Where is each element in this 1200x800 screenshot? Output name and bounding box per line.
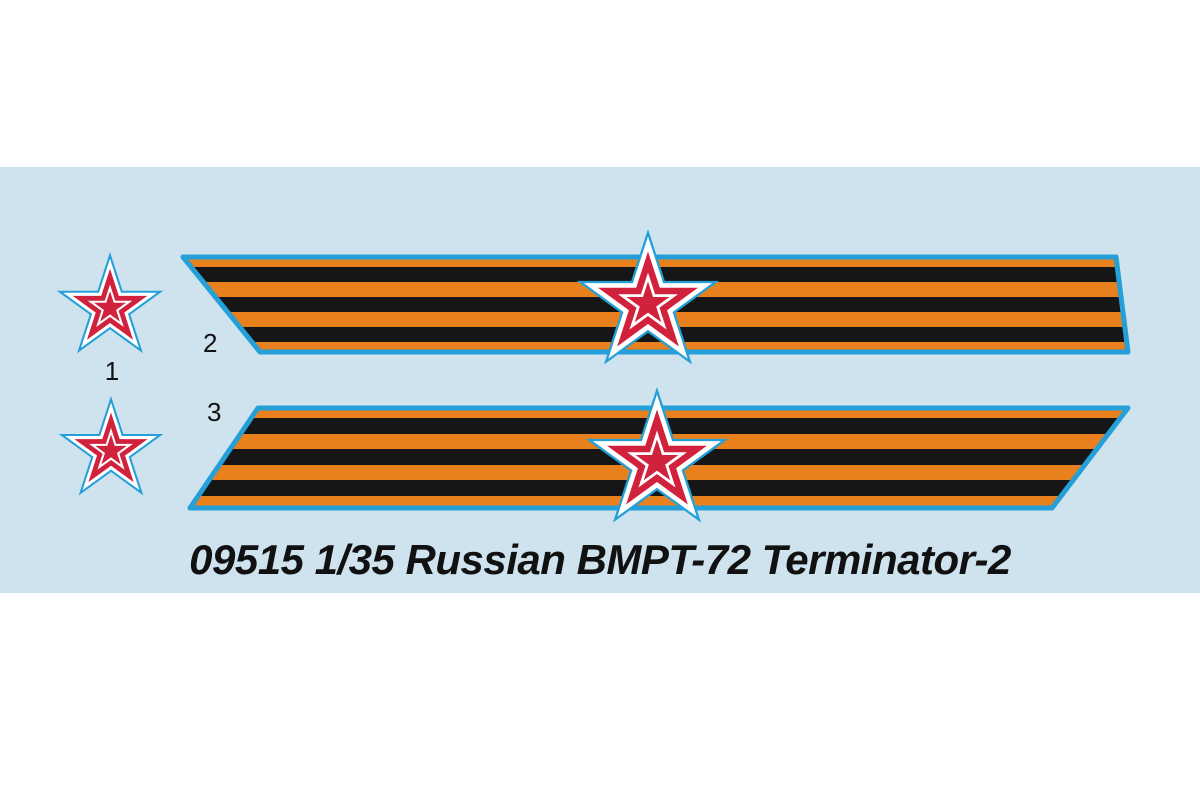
decal-number-1: 1 bbox=[104, 356, 120, 386]
red-star-decal-1a bbox=[56, 252, 164, 354]
product-title: 09515 1/35 Russian BMPT-72 Terminator-2 bbox=[189, 536, 1011, 583]
red-star-decal-on-ribbon-2 bbox=[576, 229, 720, 365]
red-star-decal-1b bbox=[58, 396, 164, 496]
ribbon-cut-outline bbox=[180, 254, 1131, 355]
decal-number-2: 2 bbox=[203, 328, 218, 358]
ribbon-cut-outline bbox=[187, 405, 1131, 511]
blue-backing-panel bbox=[0, 167, 1200, 593]
decal-number-3: 3 bbox=[207, 397, 222, 427]
red-star-decal-on-ribbon-3 bbox=[585, 387, 729, 523]
